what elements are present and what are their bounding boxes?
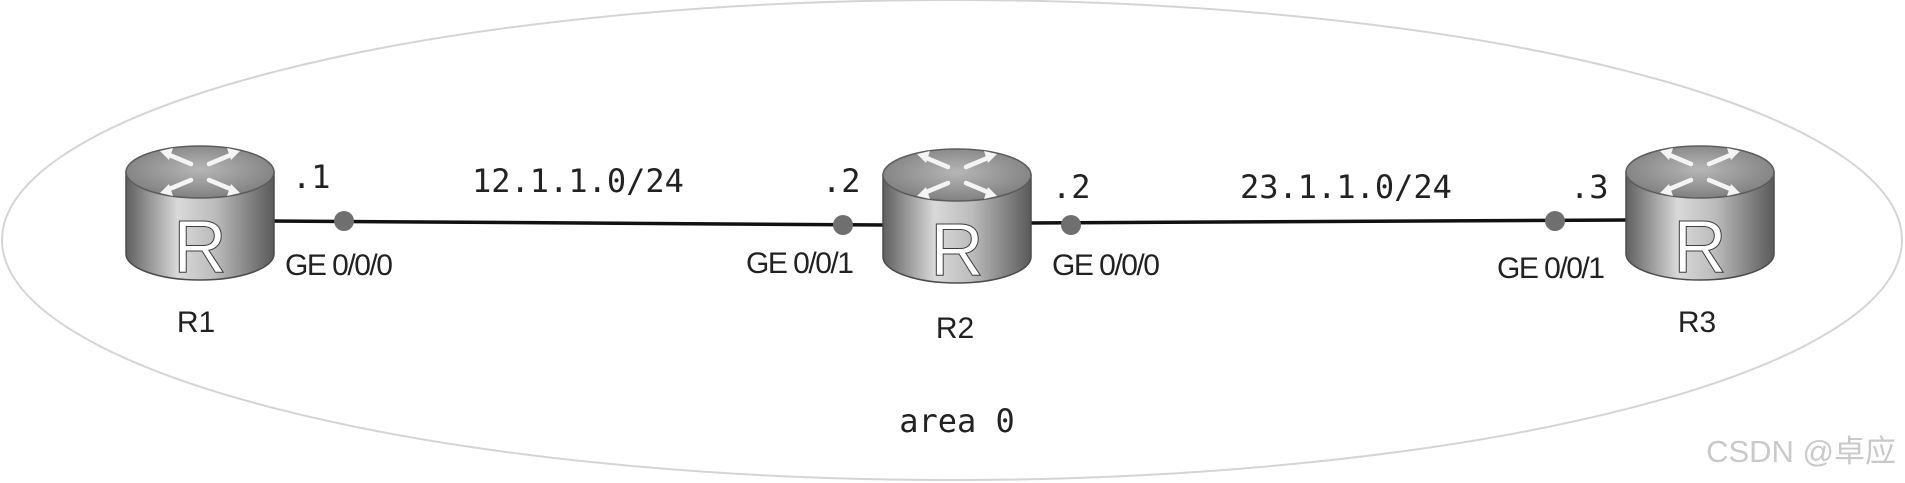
- watermark: CSDN @卓应: [1706, 434, 1896, 469]
- port-dot-r1-ge000[interactable]: [334, 211, 354, 231]
- host-r2-left: .2: [822, 162, 861, 200]
- interface-r2-ge000: GE 0/0/0: [1052, 249, 1159, 282]
- port-dot-r3-ge001[interactable]: [1545, 211, 1565, 231]
- interface-r1-ge000: GE 0/0/0: [285, 249, 392, 282]
- port-dot-r2-ge000[interactable]: [1061, 215, 1081, 235]
- router-r2-glyph: R: [930, 208, 983, 291]
- router-r3-glyph: R: [1673, 205, 1726, 288]
- network-23: 23.1.1.0/24: [1240, 168, 1452, 206]
- interface-r3-ge001: GE 0/0/1: [1497, 252, 1604, 285]
- router-r1-glyph: R: [173, 205, 226, 288]
- interface-r2-ge001: GE 0/0/1: [746, 247, 853, 280]
- network-12: 12.1.1.0/24: [472, 162, 684, 200]
- port-dot-r2-ge001[interactable]: [833, 215, 853, 235]
- link-r1-r2: [269, 219, 887, 227]
- host-r3: .3: [1570, 168, 1609, 206]
- router-r3-label: R3: [1678, 306, 1716, 339]
- router-r2-label: R2: [936, 312, 974, 345]
- area-label: area 0: [899, 402, 1015, 440]
- link-r2-r3: [1025, 218, 1629, 225]
- host-r1: .1: [292, 158, 331, 196]
- host-r2-right: .2: [1052, 168, 1091, 206]
- router-r1-label: R1: [177, 306, 215, 339]
